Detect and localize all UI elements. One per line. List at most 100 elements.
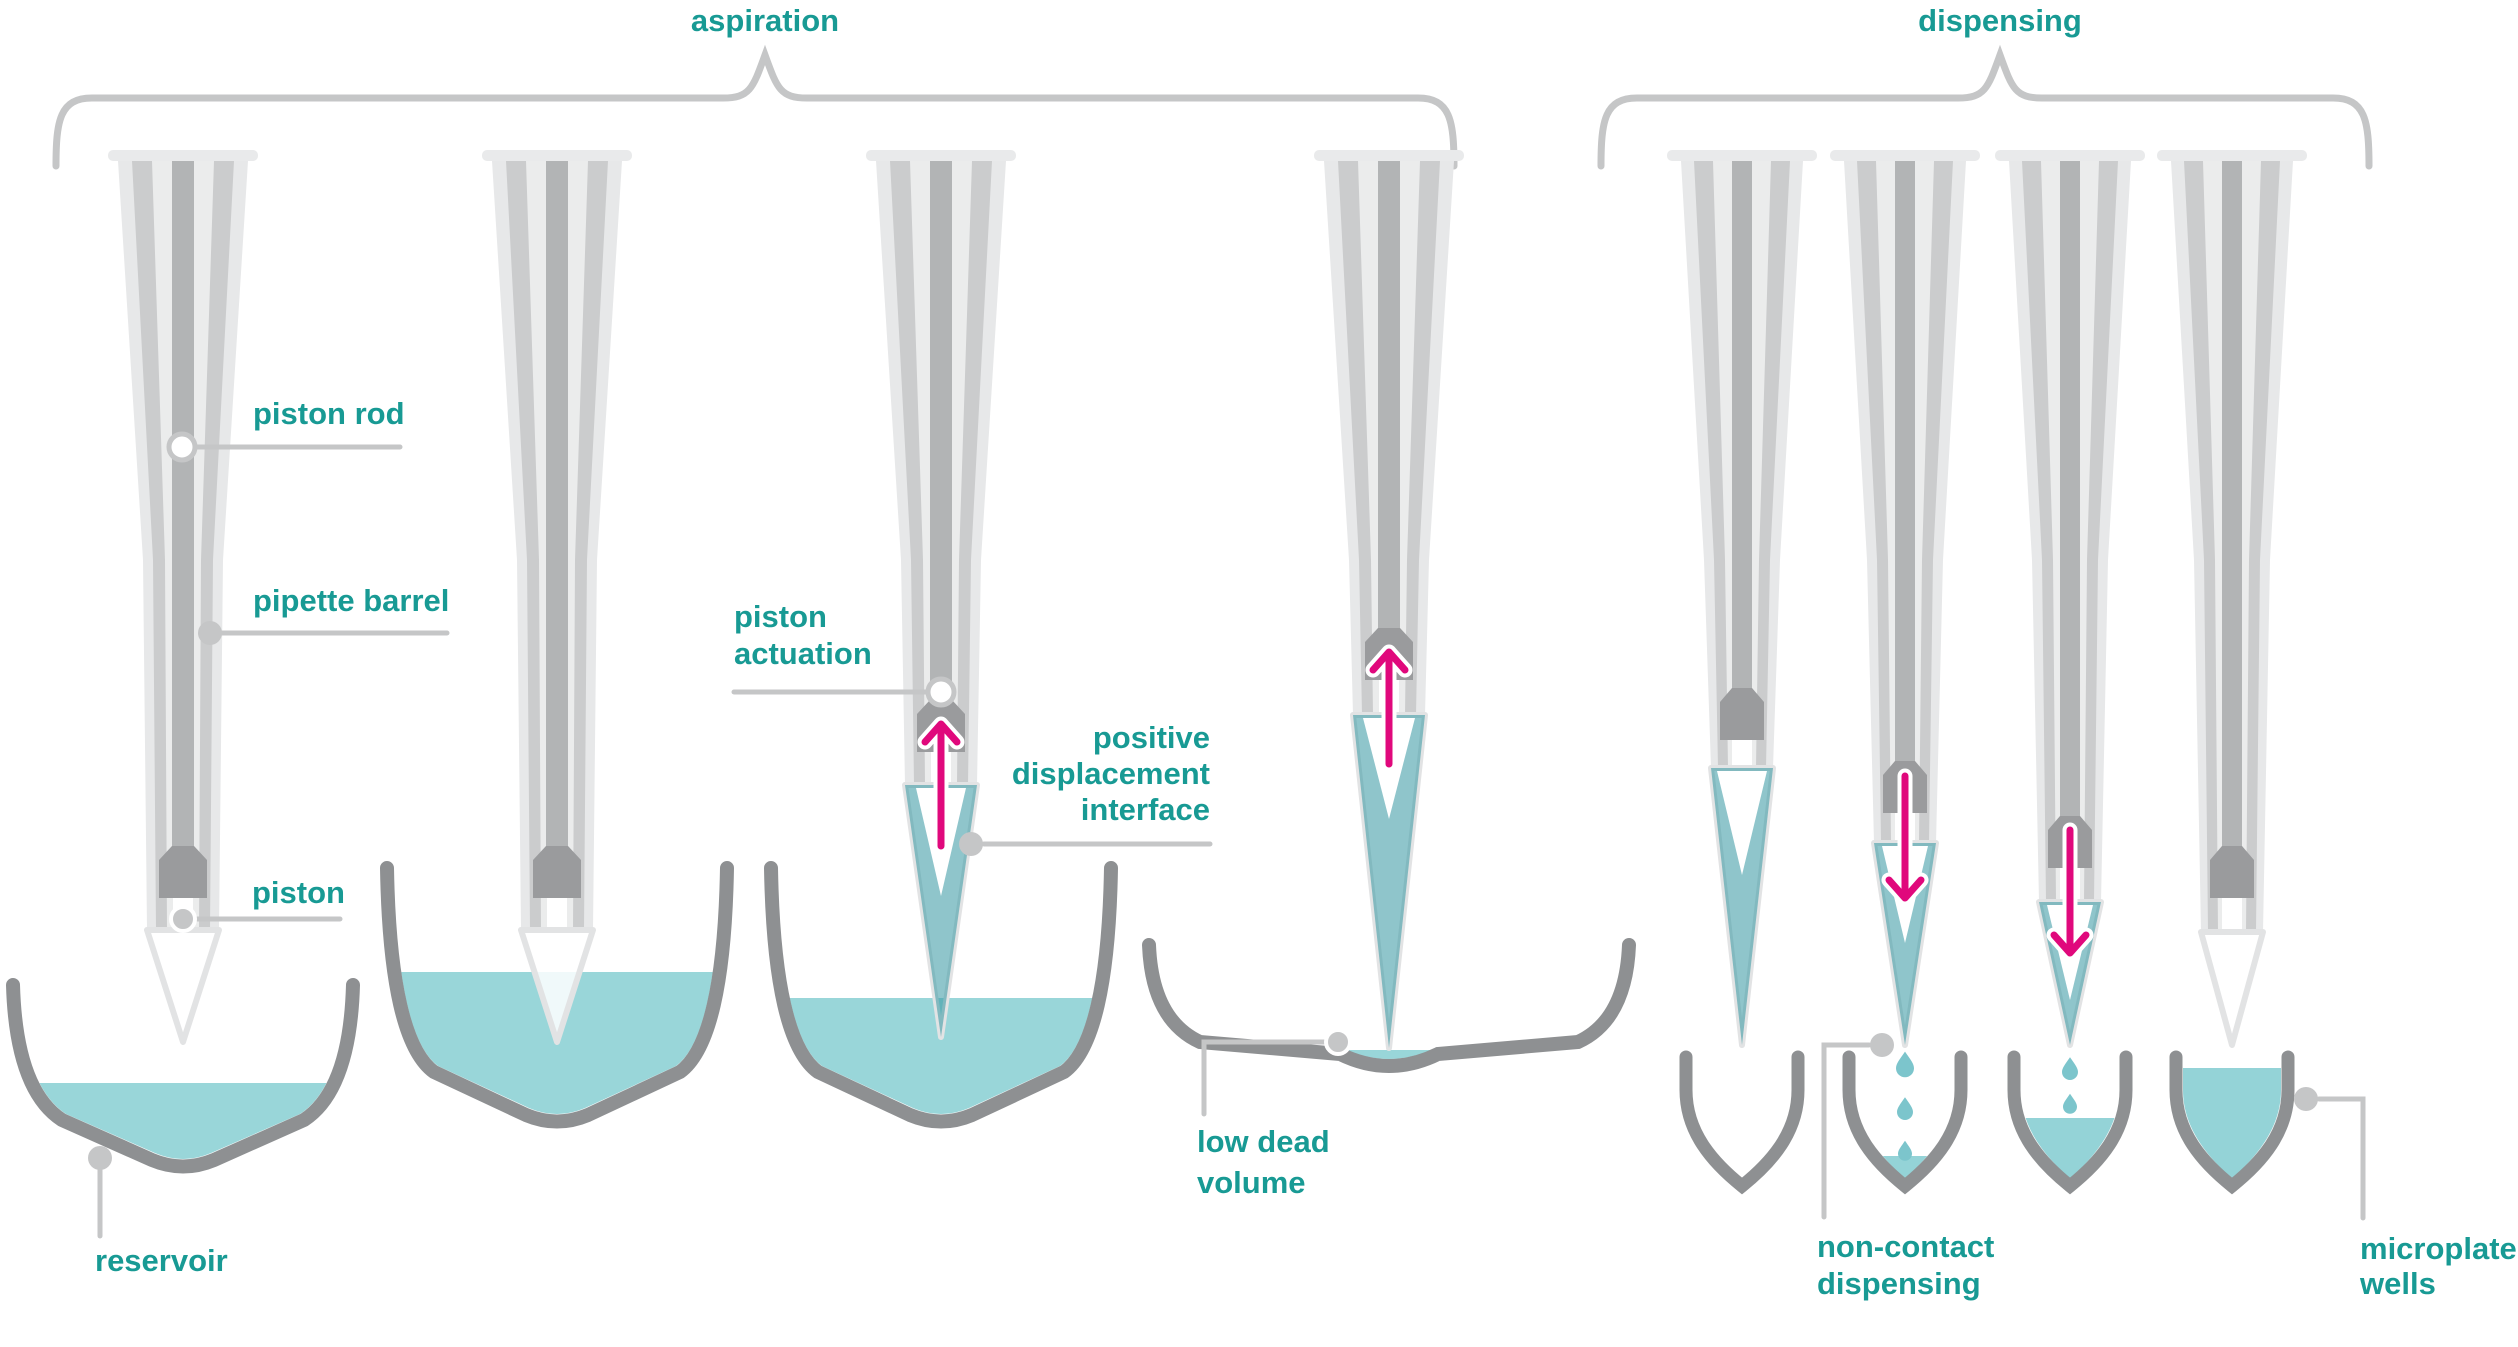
label-microplate-line2: wells <box>2359 1266 2436 1301</box>
pipette-cap <box>1995 150 2145 161</box>
label-pdi-line3: interface <box>1081 792 1210 827</box>
piston <box>2210 846 2254 898</box>
section-title-aspiration: aspiration <box>691 3 839 38</box>
anchor-dot <box>88 1146 112 1170</box>
piston-rod <box>1732 161 1752 692</box>
anchor-dot <box>959 832 983 856</box>
anchor-dot <box>1324 1028 1352 1056</box>
piston-rod <box>546 161 568 850</box>
label-piston: piston <box>252 875 345 910</box>
callout-low-dead-volume <box>1201 1028 1352 1117</box>
pipette-2 <box>482 150 632 1045</box>
anchor-dot <box>1870 1033 1894 1057</box>
label-pipette-barrel: pipette barrel <box>253 583 449 618</box>
liquid-droplet-icon <box>1898 1140 1912 1161</box>
piston-actuation-arrow-up-2 <box>1365 644 1413 772</box>
label-non-contact-line1: non-contact <box>1817 1229 1994 1264</box>
pipette-8 <box>2157 150 2307 1048</box>
pipette-1 <box>108 150 258 1045</box>
pipette-tip <box>144 927 222 1045</box>
aspiration-brace <box>52 44 1458 170</box>
pipette-3 <box>866 150 1016 1040</box>
piston-rod <box>2060 161 2080 820</box>
label-piston-actuation-line1: piston <box>734 599 827 634</box>
pipette-cap <box>1830 150 1980 161</box>
piston <box>1720 688 1764 740</box>
pipette-tip <box>518 927 596 1045</box>
piston <box>159 846 207 898</box>
down-arrow-icon <box>1885 772 1925 902</box>
label-piston-rod: piston rod <box>253 396 405 431</box>
callout-positive-displacement-interface <box>959 832 1213 856</box>
callout-piston-actuation <box>731 676 957 708</box>
label-low-dead-line1: low dead <box>1197 1124 1330 1159</box>
down-arrow-icon <box>2050 826 2090 957</box>
up-arrow-icon <box>921 720 961 850</box>
reservoir-outline <box>764 861 1118 1129</box>
pipette-cap <box>1667 150 1817 161</box>
up-arrow-icon <box>1369 648 1409 768</box>
label-piston-actuation-line2: actuation <box>734 636 872 671</box>
pipette-5 <box>1667 150 1817 1048</box>
anchor-dot <box>2294 1087 2318 1111</box>
reservoir-outline <box>1142 938 1636 1073</box>
section-title-dispensing: dispensing <box>1918 3 2082 38</box>
anchor-dot <box>198 621 222 645</box>
label-reservoir: reservoir <box>95 1243 228 1278</box>
pipette-cap <box>108 150 258 161</box>
anchor-dot <box>925 676 957 708</box>
piston-actuation-arrow-down-2 <box>2046 822 2094 961</box>
label-pdi-line1: positive <box>1093 720 1210 755</box>
tip-air-gap <box>1717 771 1767 875</box>
pipette-cap <box>482 150 632 161</box>
piston <box>533 846 581 898</box>
piston-rod <box>1895 161 1915 765</box>
callout-piston <box>169 905 343 933</box>
pipette-6 <box>1830 150 1980 1048</box>
residual-liquid <box>1200 1050 1578 1059</box>
label-microplate-line1: microplate <box>2360 1231 2517 1266</box>
leader-line <box>1201 1039 1328 1117</box>
piston-rod <box>930 161 952 704</box>
leader-line <box>1821 1042 1872 1220</box>
liquid-droplet-icon <box>2062 1057 2078 1080</box>
reservoir-4-low-dead-volume <box>1142 938 1636 1073</box>
pipette-cap <box>2157 150 2307 161</box>
reservoir-outline <box>6 978 360 1174</box>
pipettes-layer <box>108 150 2307 1051</box>
liquid-droplet-icon <box>1897 1097 1913 1120</box>
callout-non-contact-dispensing <box>1821 1033 1894 1220</box>
pipette-cap <box>1314 150 1464 161</box>
label-low-dead-line2: volume <box>1197 1165 1306 1200</box>
tip-liquid <box>1353 715 1425 1048</box>
pipette-4 <box>1314 150 1464 1051</box>
callout-reservoir <box>88 1146 112 1239</box>
droplets-layer <box>1896 1051 2078 1161</box>
label-pdi-line2: displacement <box>1012 756 1210 791</box>
liquid-droplet-icon <box>2063 1093 2077 1114</box>
pipette-7 <box>1995 150 2145 1048</box>
callout-piston-rod <box>166 431 403 463</box>
well-liquid <box>2183 1068 2281 1179</box>
microplate-well-1 <box>1686 1057 1798 1186</box>
leader-line <box>2316 1096 2366 1221</box>
piston-actuation-arrow-up-1 <box>917 716 965 854</box>
tip-liquid <box>905 785 977 1037</box>
piston-actuation-arrow-down-1 <box>1881 768 1929 906</box>
piston-rod <box>2222 161 2242 850</box>
liquid-droplet-icon <box>1896 1051 1914 1078</box>
pipette-cap <box>866 150 1016 161</box>
label-non-contact-line2: dispensing <box>1817 1266 1981 1301</box>
dispensing-brace <box>1597 44 2373 170</box>
callout-microplate-wells <box>2294 1087 2366 1221</box>
tip-liquid <box>1874 843 1936 1045</box>
pipette-tip <box>2198 929 2266 1048</box>
tip-liquid <box>1711 768 1773 1045</box>
anchor-dot <box>169 905 197 933</box>
reservoir-outline <box>380 861 734 1129</box>
microplate-well-4 <box>2176 1057 2288 1192</box>
callout-pipette-barrel <box>198 621 450 645</box>
piston-rod <box>172 161 194 850</box>
